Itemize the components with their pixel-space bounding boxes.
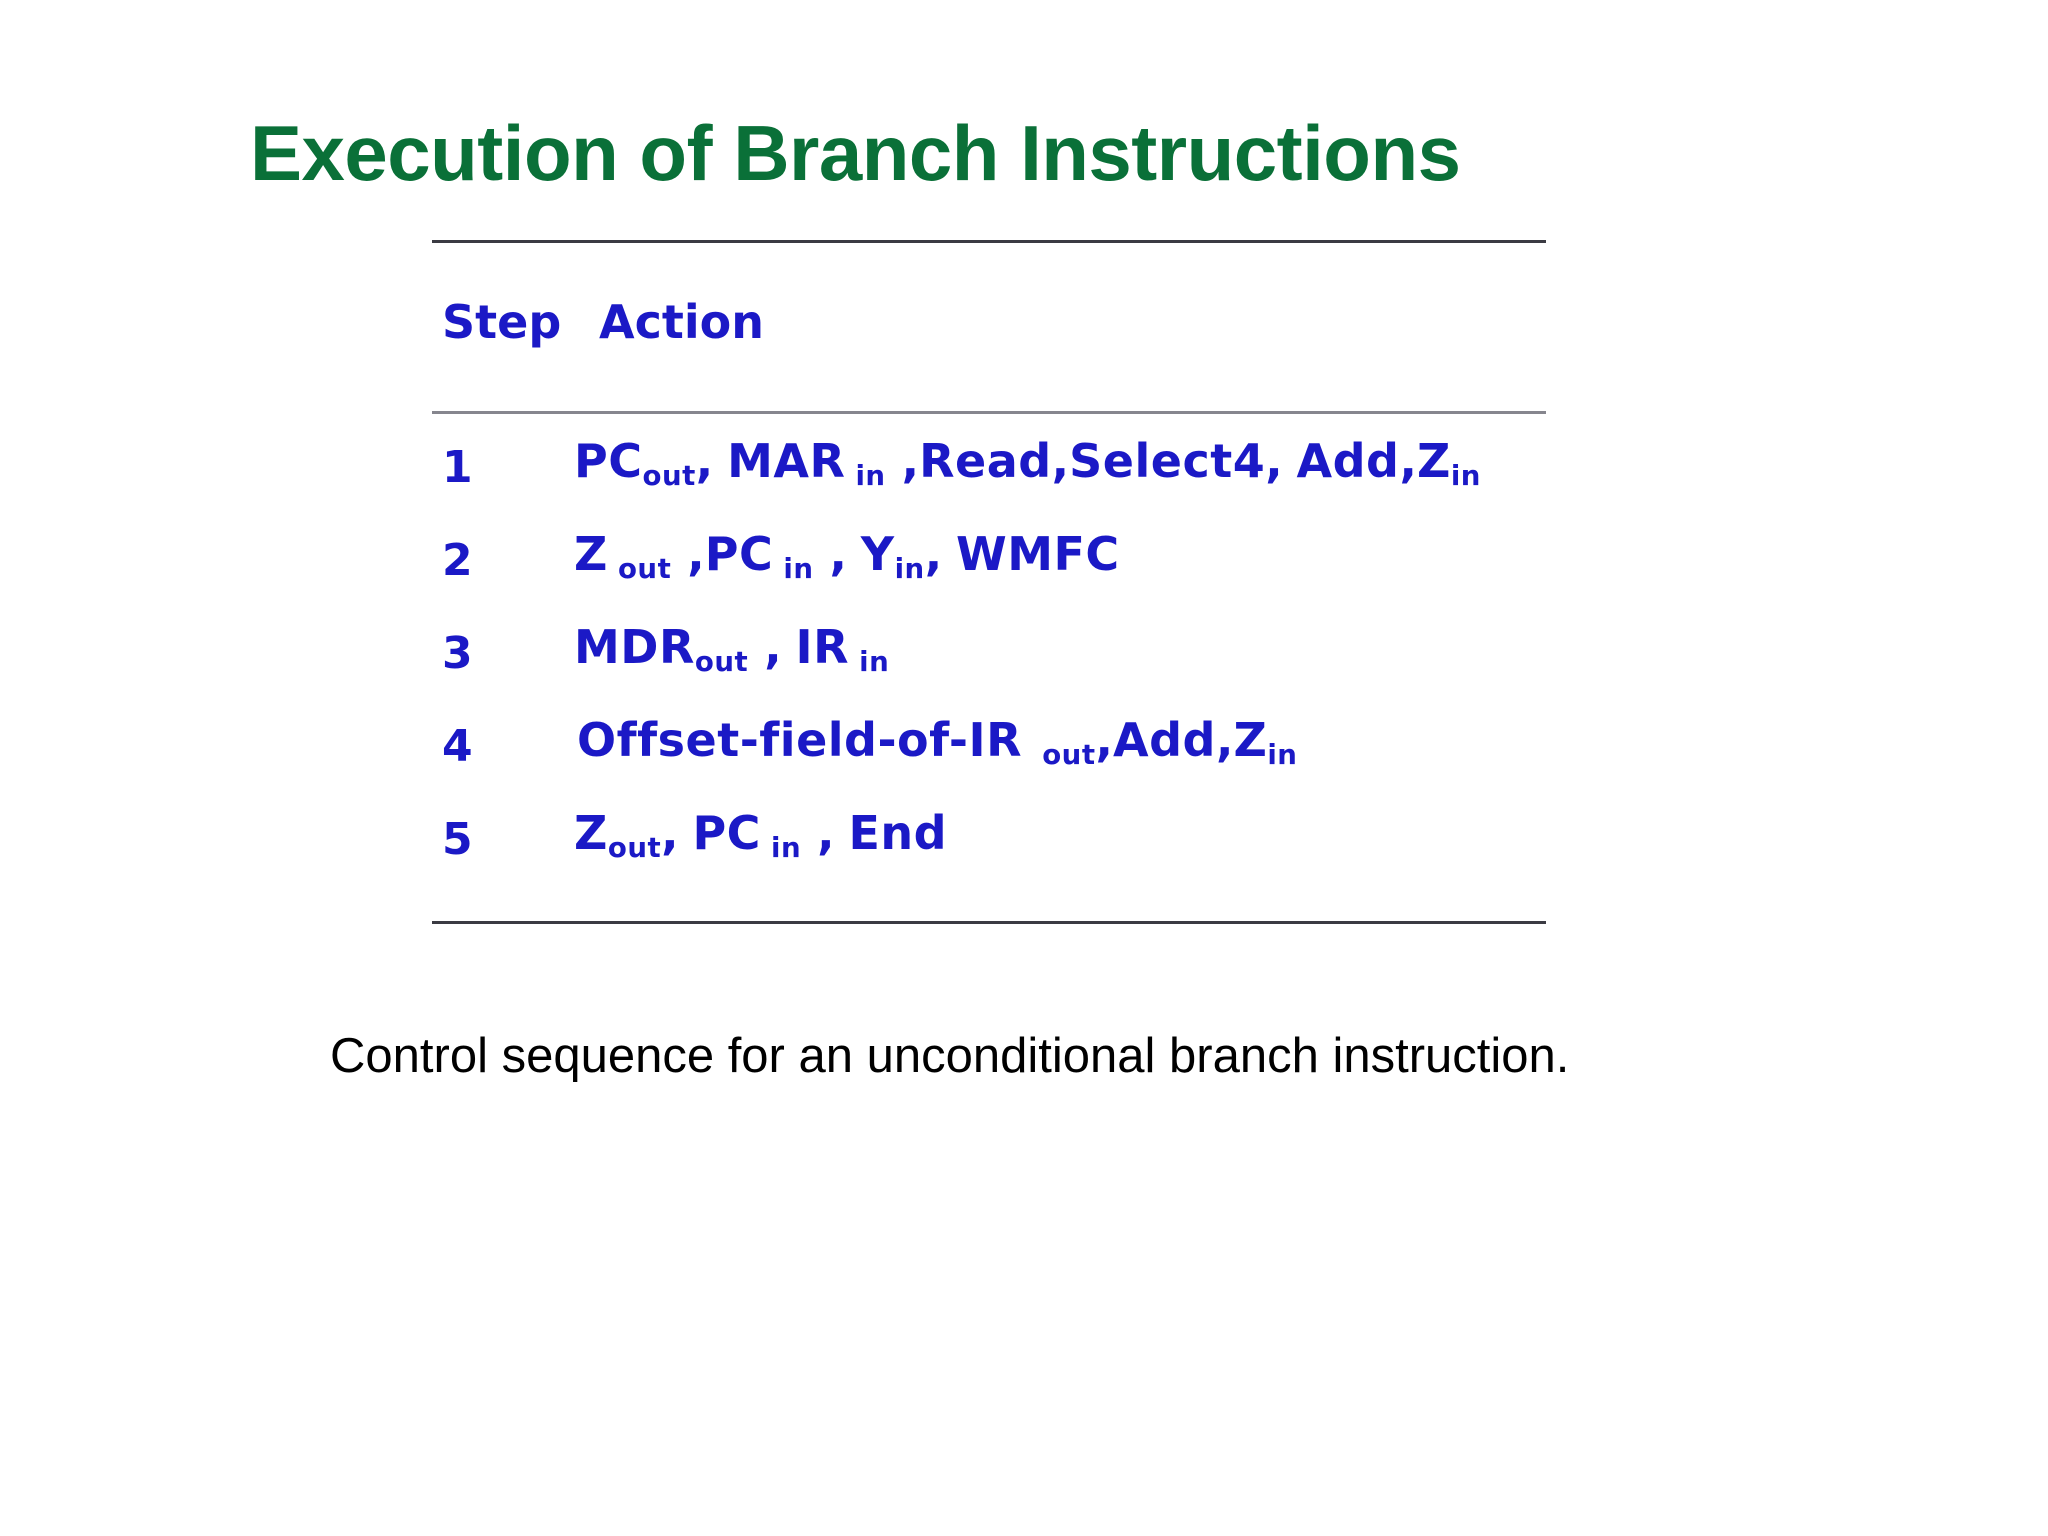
action-segment: Offset-field-of-IR out: [577, 713, 1096, 772]
subscript-in: in: [849, 645, 890, 679]
step-number: 2: [442, 535, 473, 586]
action-segment: Add: [1296, 434, 1400, 488]
column-header-action: Action: [599, 295, 764, 349]
subscript-in: in: [894, 552, 925, 586]
action-segment: MAR in: [727, 434, 886, 493]
subscript-out: out: [607, 552, 672, 586]
table-row: 5 Zout,PC in ,End: [432, 804, 1546, 897]
table-header-rule: [432, 411, 1546, 414]
action-segment: Read: [919, 434, 1052, 488]
subscript-in: in: [1450, 459, 1481, 493]
table-row: 2 Z out ,PC in ,Yin,WMFC: [432, 525, 1546, 618]
table-row: 4 Offset-field-of-IR out,Add,Zin: [432, 711, 1546, 804]
table-body: 1 PCout,MAR in ,Read,Select4,Add,Zin 2 Z…: [432, 414, 1546, 921]
action-segment: Zin: [1233, 713, 1298, 772]
table-row: 1 PCout,MAR in ,Read,Select4,Add,Zin: [432, 432, 1546, 525]
action-segment: Yin: [860, 527, 925, 586]
action-segment: Zin: [1416, 434, 1481, 493]
action-segment: MDRout: [574, 620, 749, 679]
action-segment: WMFC: [955, 527, 1120, 581]
action-segment: Zout: [574, 806, 662, 865]
table-row: 3 MDRout ,IR in: [432, 618, 1546, 711]
action-segment: PC in: [704, 527, 814, 586]
subscript-out: out: [642, 459, 696, 493]
table-bottom-rule: [432, 921, 1546, 924]
subscript-out: out: [694, 645, 749, 679]
subscript-in: in: [760, 831, 802, 865]
table-header-row: Step Action: [432, 243, 1546, 411]
subscript-out: out: [1022, 738, 1096, 772]
action-segment: PC in: [692, 806, 802, 865]
subscript-in: in: [1267, 738, 1298, 772]
step-number: 5: [442, 814, 473, 865]
control-sequence-table: Step Action 1 PCout,MAR in ,Read,Select4…: [432, 240, 1546, 924]
subscript-in: in: [773, 552, 814, 586]
subscript-out: out: [607, 831, 662, 865]
step-action: Zout,PC in ,End: [574, 806, 948, 865]
step-action: Offset-field-of-IR out,Add,Zin: [577, 713, 1298, 772]
action-segment: Z out: [574, 527, 672, 586]
step-number: 3: [442, 628, 473, 679]
step-action: MDRout ,IR in: [574, 620, 890, 679]
step-action: Z out ,PC in ,Yin,WMFC: [574, 527, 1120, 586]
action-segment: IR in: [795, 620, 890, 679]
step-number: 4: [442, 721, 473, 772]
table-top-rule: [432, 240, 1546, 243]
action-segment: End: [848, 806, 948, 860]
subscript-in: in: [845, 459, 886, 493]
step-number: 1: [442, 442, 473, 493]
page-title: Execution of Branch Instructions: [250, 109, 1461, 198]
column-header-step: Step: [442, 295, 562, 349]
action-segment: PCout: [574, 434, 696, 493]
action-segment: Add: [1113, 713, 1216, 767]
slide-caption: Control sequence for an unconditional br…: [330, 1029, 1570, 1083]
action-segment: Select4: [1069, 434, 1266, 488]
step-action: PCout,MAR in ,Read,Select4,Add,Zin: [574, 434, 1481, 493]
